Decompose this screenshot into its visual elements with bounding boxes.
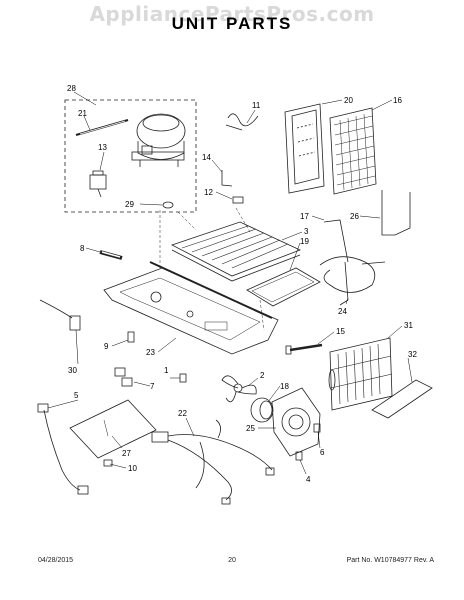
callout-20: 20	[344, 96, 353, 105]
callout-2: 2	[260, 371, 265, 380]
callout-25: 25	[246, 424, 255, 433]
callout-15: 15	[336, 327, 345, 336]
insulation-tube-part	[99, 250, 123, 260]
callout-9: 9	[104, 342, 109, 351]
callout-12: 12	[204, 188, 213, 197]
plug-part	[232, 196, 244, 204]
callout-17: 17	[300, 212, 309, 221]
bracket-part	[225, 113, 259, 131]
sensor-part	[37, 403, 89, 495]
guide-lines	[159, 207, 265, 331]
callout-8: 8	[80, 244, 85, 253]
leader-lines	[47, 91, 413, 475]
callout-24: 24	[338, 307, 347, 316]
callout-3: 3	[304, 227, 309, 236]
callout-31: 31	[404, 321, 413, 330]
footer-part-number: Part No. W10784977 Rev. A	[346, 557, 434, 564]
screw-part	[127, 331, 135, 343]
callout-21: 21	[78, 109, 87, 118]
screw-small-part	[295, 423, 321, 461]
relay-part	[89, 170, 107, 198]
evaporator-cover-part	[284, 103, 325, 194]
capillary-tube-part	[381, 190, 411, 236]
callout-4: 4	[306, 475, 311, 484]
callout-13: 13	[98, 143, 107, 152]
callout-14: 14	[202, 153, 211, 162]
callout-19: 19	[300, 237, 309, 246]
drier-part	[75, 118, 129, 137]
clip-part	[323, 219, 349, 263]
insulation-pad-part	[69, 399, 157, 459]
grommet-part	[162, 201, 174, 209]
callout-10: 10	[128, 464, 137, 473]
callout-16: 16	[393, 96, 402, 105]
tube-part	[221, 170, 233, 187]
callout-23: 23	[146, 348, 155, 357]
harness-upper-part	[319, 256, 386, 306]
callout-29: 29	[125, 200, 134, 209]
drain-pan-part	[246, 267, 321, 307]
evaporator-coil-part	[329, 107, 377, 195]
callout-18: 18	[280, 382, 289, 391]
fan-blade-part	[221, 375, 257, 403]
footer-date: 04/28/2015	[38, 557, 74, 564]
callout-26: 26	[350, 212, 359, 221]
callout-28: 28	[67, 84, 76, 93]
harness-lower-part	[151, 419, 275, 505]
compressor-assembly-box	[64, 99, 197, 213]
bolt-part	[285, 343, 323, 355]
grommet-small-part	[114, 367, 187, 387]
watermark: AppliancePartsPros.com	[89, 2, 375, 26]
callout-1: 1	[164, 366, 169, 375]
callout-5: 5	[74, 391, 79, 400]
callout-32: 32	[408, 350, 417, 359]
callout-30: 30	[68, 366, 77, 375]
condenser-coil-part	[328, 337, 393, 411]
compressor-part	[131, 113, 186, 167]
fan-motor-part	[250, 397, 274, 423]
callout-11: 11	[252, 101, 261, 110]
divider-line	[149, 261, 273, 319]
clip-small-part	[103, 459, 113, 467]
callout-22: 22	[178, 409, 187, 418]
callout-6: 6	[320, 448, 325, 457]
thermistor-part	[39, 299, 81, 331]
callout-7: 7	[150, 382, 155, 391]
callout-27: 27	[122, 449, 131, 458]
footer-page-number: 20	[228, 557, 236, 564]
page-title: UNIT PARTS	[171, 14, 293, 33]
fan-shroud-part	[271, 387, 321, 457]
callout-labels: 28 21 11 20 16 13 14 12 29 17 26 3 19 8 …	[67, 84, 417, 484]
condenser-rack-part	[170, 221, 302, 282]
insulation-strip-part	[371, 379, 433, 419]
